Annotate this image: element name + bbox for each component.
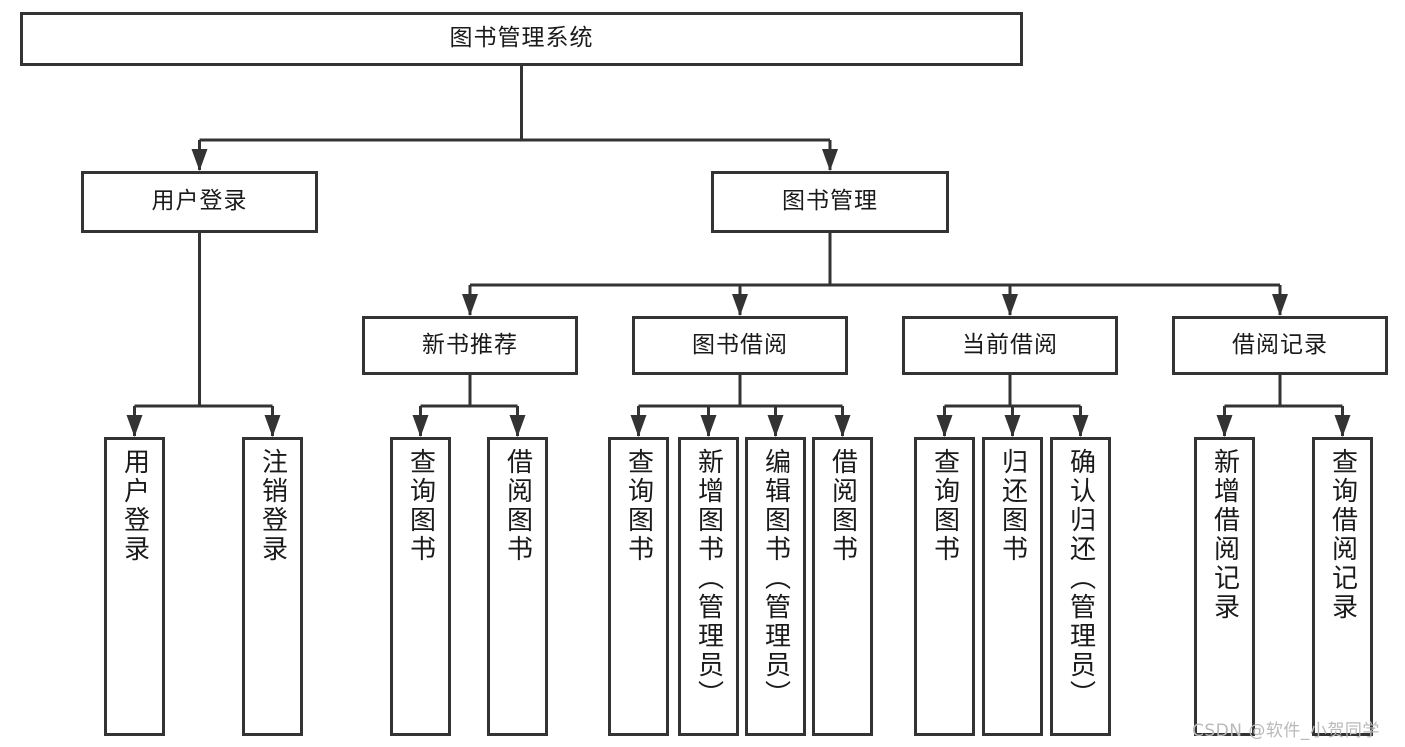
node-label: 当前借阅: [962, 331, 1058, 358]
node-label: 用户登录: [151, 188, 248, 215]
node-leaf-query-book-3[interactable]: 查询图书: [914, 437, 975, 736]
watermark-text: CSDN @软件_小贺同学: [1192, 721, 1380, 741]
node-label: 新书推荐: [422, 331, 518, 358]
node-borrow-record[interactable]: 借阅记录: [1172, 316, 1388, 375]
node-label: 新增借阅记录: [1209, 448, 1240, 622]
node-leaf-query-record[interactable]: 查询借阅记录: [1312, 437, 1373, 736]
node-label: 借阅图书: [502, 448, 533, 564]
node-leaf-borrow-book-2[interactable]: 借阅图书: [812, 437, 873, 736]
node-leaf-return-book[interactable]: 归还图书: [982, 437, 1043, 736]
node-leaf-confirm-return[interactable]: 确认归还（管理员）: [1050, 437, 1111, 736]
node-leaf-borrow-book-1[interactable]: 借阅图书: [487, 437, 548, 736]
node-leaf-user-logout[interactable]: 注销登录: [242, 437, 303, 736]
node-label: 图书管理系统: [449, 25, 594, 52]
node-book-manage[interactable]: 图书管理: [711, 171, 949, 233]
node-label: 查询图书: [623, 448, 654, 564]
node-label: 查询图书: [405, 448, 436, 564]
node-label: 注销登录: [257, 448, 288, 564]
node-label: 借阅记录: [1232, 331, 1328, 358]
node-label: 图书借阅: [692, 331, 788, 358]
node-book-borrow[interactable]: 图书借阅: [632, 316, 848, 375]
node-new-book-rec[interactable]: 新书推荐: [362, 316, 578, 375]
node-label: 借阅图书: [827, 448, 858, 564]
node-label: 查询借阅记录: [1327, 448, 1358, 622]
node-leaf-add-book[interactable]: 新增图书（管理员）: [678, 437, 739, 736]
node-user-login[interactable]: 用户登录: [81, 171, 318, 233]
node-leaf-user-login[interactable]: 用户登录: [104, 437, 165, 736]
node-current-borrow[interactable]: 当前借阅: [902, 316, 1118, 375]
node-leaf-add-record[interactable]: 新增借阅记录: [1194, 437, 1255, 736]
node-label: 图书管理: [782, 188, 878, 215]
node-label: 查询图书: [929, 448, 960, 564]
node-label: 编辑图书（管理员）: [760, 448, 791, 709]
node-label: 用户登录: [119, 448, 150, 564]
node-label: 确认归还（管理员）: [1065, 448, 1096, 709]
node-leaf-edit-book[interactable]: 编辑图书（管理员）: [745, 437, 806, 736]
node-label: 归还图书: [997, 448, 1028, 564]
node-label: 新增图书（管理员）: [693, 448, 724, 709]
node-root[interactable]: 图书管理系统: [20, 12, 1023, 66]
node-leaf-query-book-1[interactable]: 查询图书: [390, 437, 451, 736]
node-leaf-query-book-2[interactable]: 查询图书: [608, 437, 669, 736]
